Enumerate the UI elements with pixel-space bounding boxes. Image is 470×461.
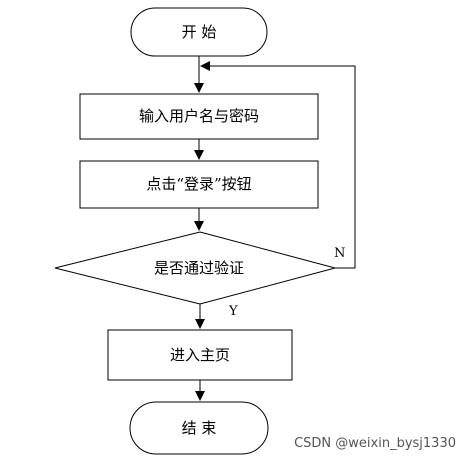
input-credentials-box bbox=[79, 93, 319, 140]
click-login-label: 点击“登录”按钮 bbox=[146, 175, 251, 193]
verify-decision-label: 是否通过验证 bbox=[154, 259, 244, 277]
no-loop-connector bbox=[200, 61, 356, 269]
csdn-watermark: CSDN @weixin_bysj1330 bbox=[294, 436, 456, 451]
no-branch-label: N bbox=[334, 246, 345, 261]
end-terminator bbox=[129, 401, 269, 455]
end-label: 结 束 bbox=[182, 419, 217, 437]
yes-branch-label: Y bbox=[228, 304, 238, 319]
enter-homepage-label: 进入主页 bbox=[170, 346, 230, 364]
input-credentials-label: 输入用户名与密码 bbox=[139, 107, 259, 125]
start-label: 开 始 bbox=[182, 23, 217, 41]
